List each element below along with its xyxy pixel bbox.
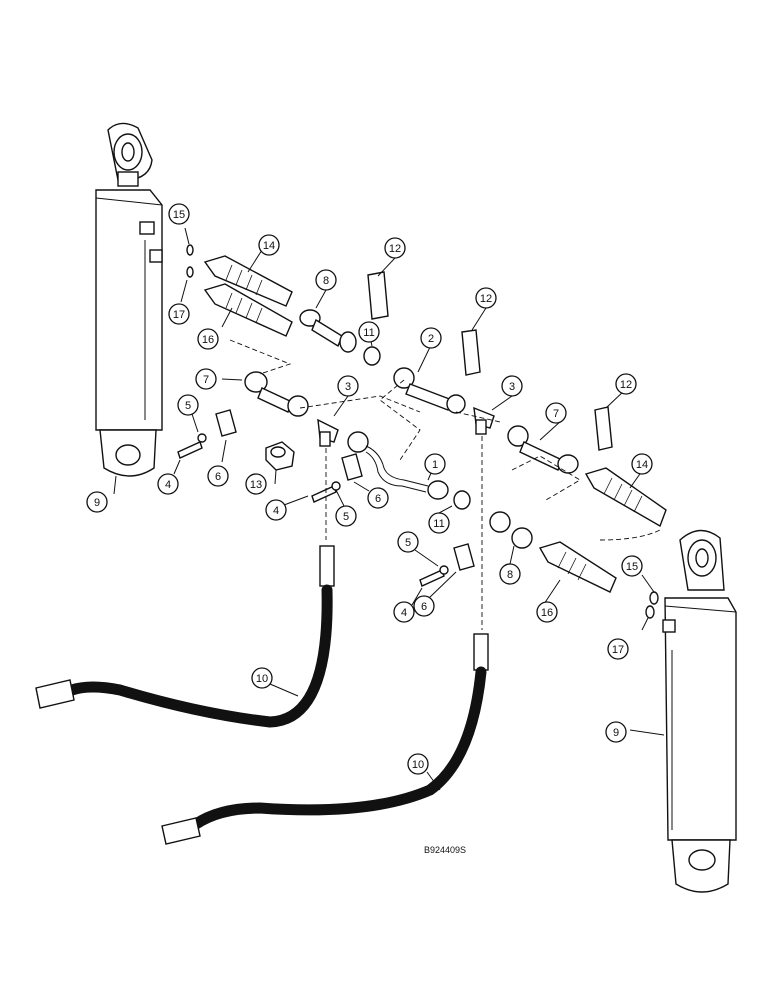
hoses [35,545,489,845]
callout-3-left: 3 [337,375,359,397]
callout-4-middle: 4 [265,499,287,521]
svg-text:11: 11 [363,327,374,339]
svg-text:16: 16 [541,607,553,619]
callout-7-left: 7 [195,368,217,390]
svg-text:7: 7 [553,408,559,420]
callout-13: 13 [245,473,267,495]
svg-text:12: 12 [620,379,632,391]
callout-6-middle: 6 [367,487,389,509]
figure-id: B924409S [424,845,466,855]
callout-8-top: 8 [315,269,337,291]
callout-5-left: 5 [177,394,199,416]
svg-text:5: 5 [343,511,349,523]
plates [367,271,613,451]
svg-text:6: 6 [215,471,221,483]
callout-16-right: 16 [536,601,558,623]
callout-8-bottom: 8 [499,563,521,585]
callout-12-right: 12 [615,373,637,395]
svg-text:14: 14 [263,240,275,252]
callout-15-left: 15 [168,203,190,225]
svg-text:14: 14 [636,459,648,471]
svg-text:9: 9 [94,497,100,509]
svg-text:5: 5 [405,537,411,549]
svg-text:1: 1 [432,459,438,471]
svg-text:4: 4 [165,479,171,491]
svg-text:9: 9 [613,727,619,739]
callout-17-right: 17 [607,638,629,660]
svg-text:17: 17 [612,644,624,656]
middle-fittings [244,371,667,528]
callout-9-left: 9 [86,491,108,513]
callout-15-right: 15 [621,555,643,577]
callout-1: 1 [424,453,446,475]
svg-text:12: 12 [480,293,492,305]
svg-text:13: 13 [250,479,262,491]
callout-12-middle: 12 [475,287,497,309]
svg-text:3: 3 [509,381,515,393]
callout-17-left: 17 [168,303,190,325]
svg-text:11: 11 [433,518,444,530]
svg-text:4: 4 [273,505,279,517]
svg-text:8: 8 [323,275,329,287]
svg-text:8: 8 [507,569,513,581]
svg-text:17: 17 [173,309,185,321]
callout-3-right: 3 [501,375,523,397]
routing-lines [229,339,661,630]
callout-5-middle: 5 [335,505,357,527]
callout-9-right: 9 [605,721,627,743]
callout-10-left: 10 [251,667,273,689]
svg-text:5: 5 [185,400,191,412]
left-cylinder [95,122,163,477]
svg-text:10: 10 [412,759,424,771]
svg-text:10: 10 [256,673,268,685]
svg-text:4: 4 [401,607,407,619]
upper-fittings [203,255,466,414]
callout-12-left: 12 [384,237,406,259]
callout-4-left: 4 [157,473,179,495]
lower-right-fittings [489,511,617,593]
svg-text:7: 7 [203,374,209,386]
callout-14-right: 14 [631,453,653,475]
svg-text:12: 12 [389,243,401,255]
callout-2: 2 [420,327,442,349]
svg-text:6: 6 [421,601,427,613]
center-tube [347,431,471,510]
callout-6-right: 6 [413,595,435,617]
callout-10-right: 10 [407,753,429,775]
right-cylinder [662,529,737,893]
callout-16-left: 16 [197,328,219,350]
svg-text:16: 16 [202,334,214,346]
callout-14-top: 14 [258,234,280,256]
callout-4-right: 4 [393,601,415,623]
callout-11-top: 11 [358,321,380,343]
callout-5-right: 5 [397,531,419,553]
svg-text:6: 6 [375,493,381,505]
svg-text:15: 15 [626,561,638,573]
svg-text:2: 2 [428,333,434,345]
small-hardware [177,244,659,619]
svg-text:15: 15 [173,209,185,221]
callout-11-bottom: 11 [428,512,450,534]
callout-7-right: 7 [545,402,567,424]
callout-6-left: 6 [207,465,229,487]
svg-text:3: 3 [345,381,351,393]
